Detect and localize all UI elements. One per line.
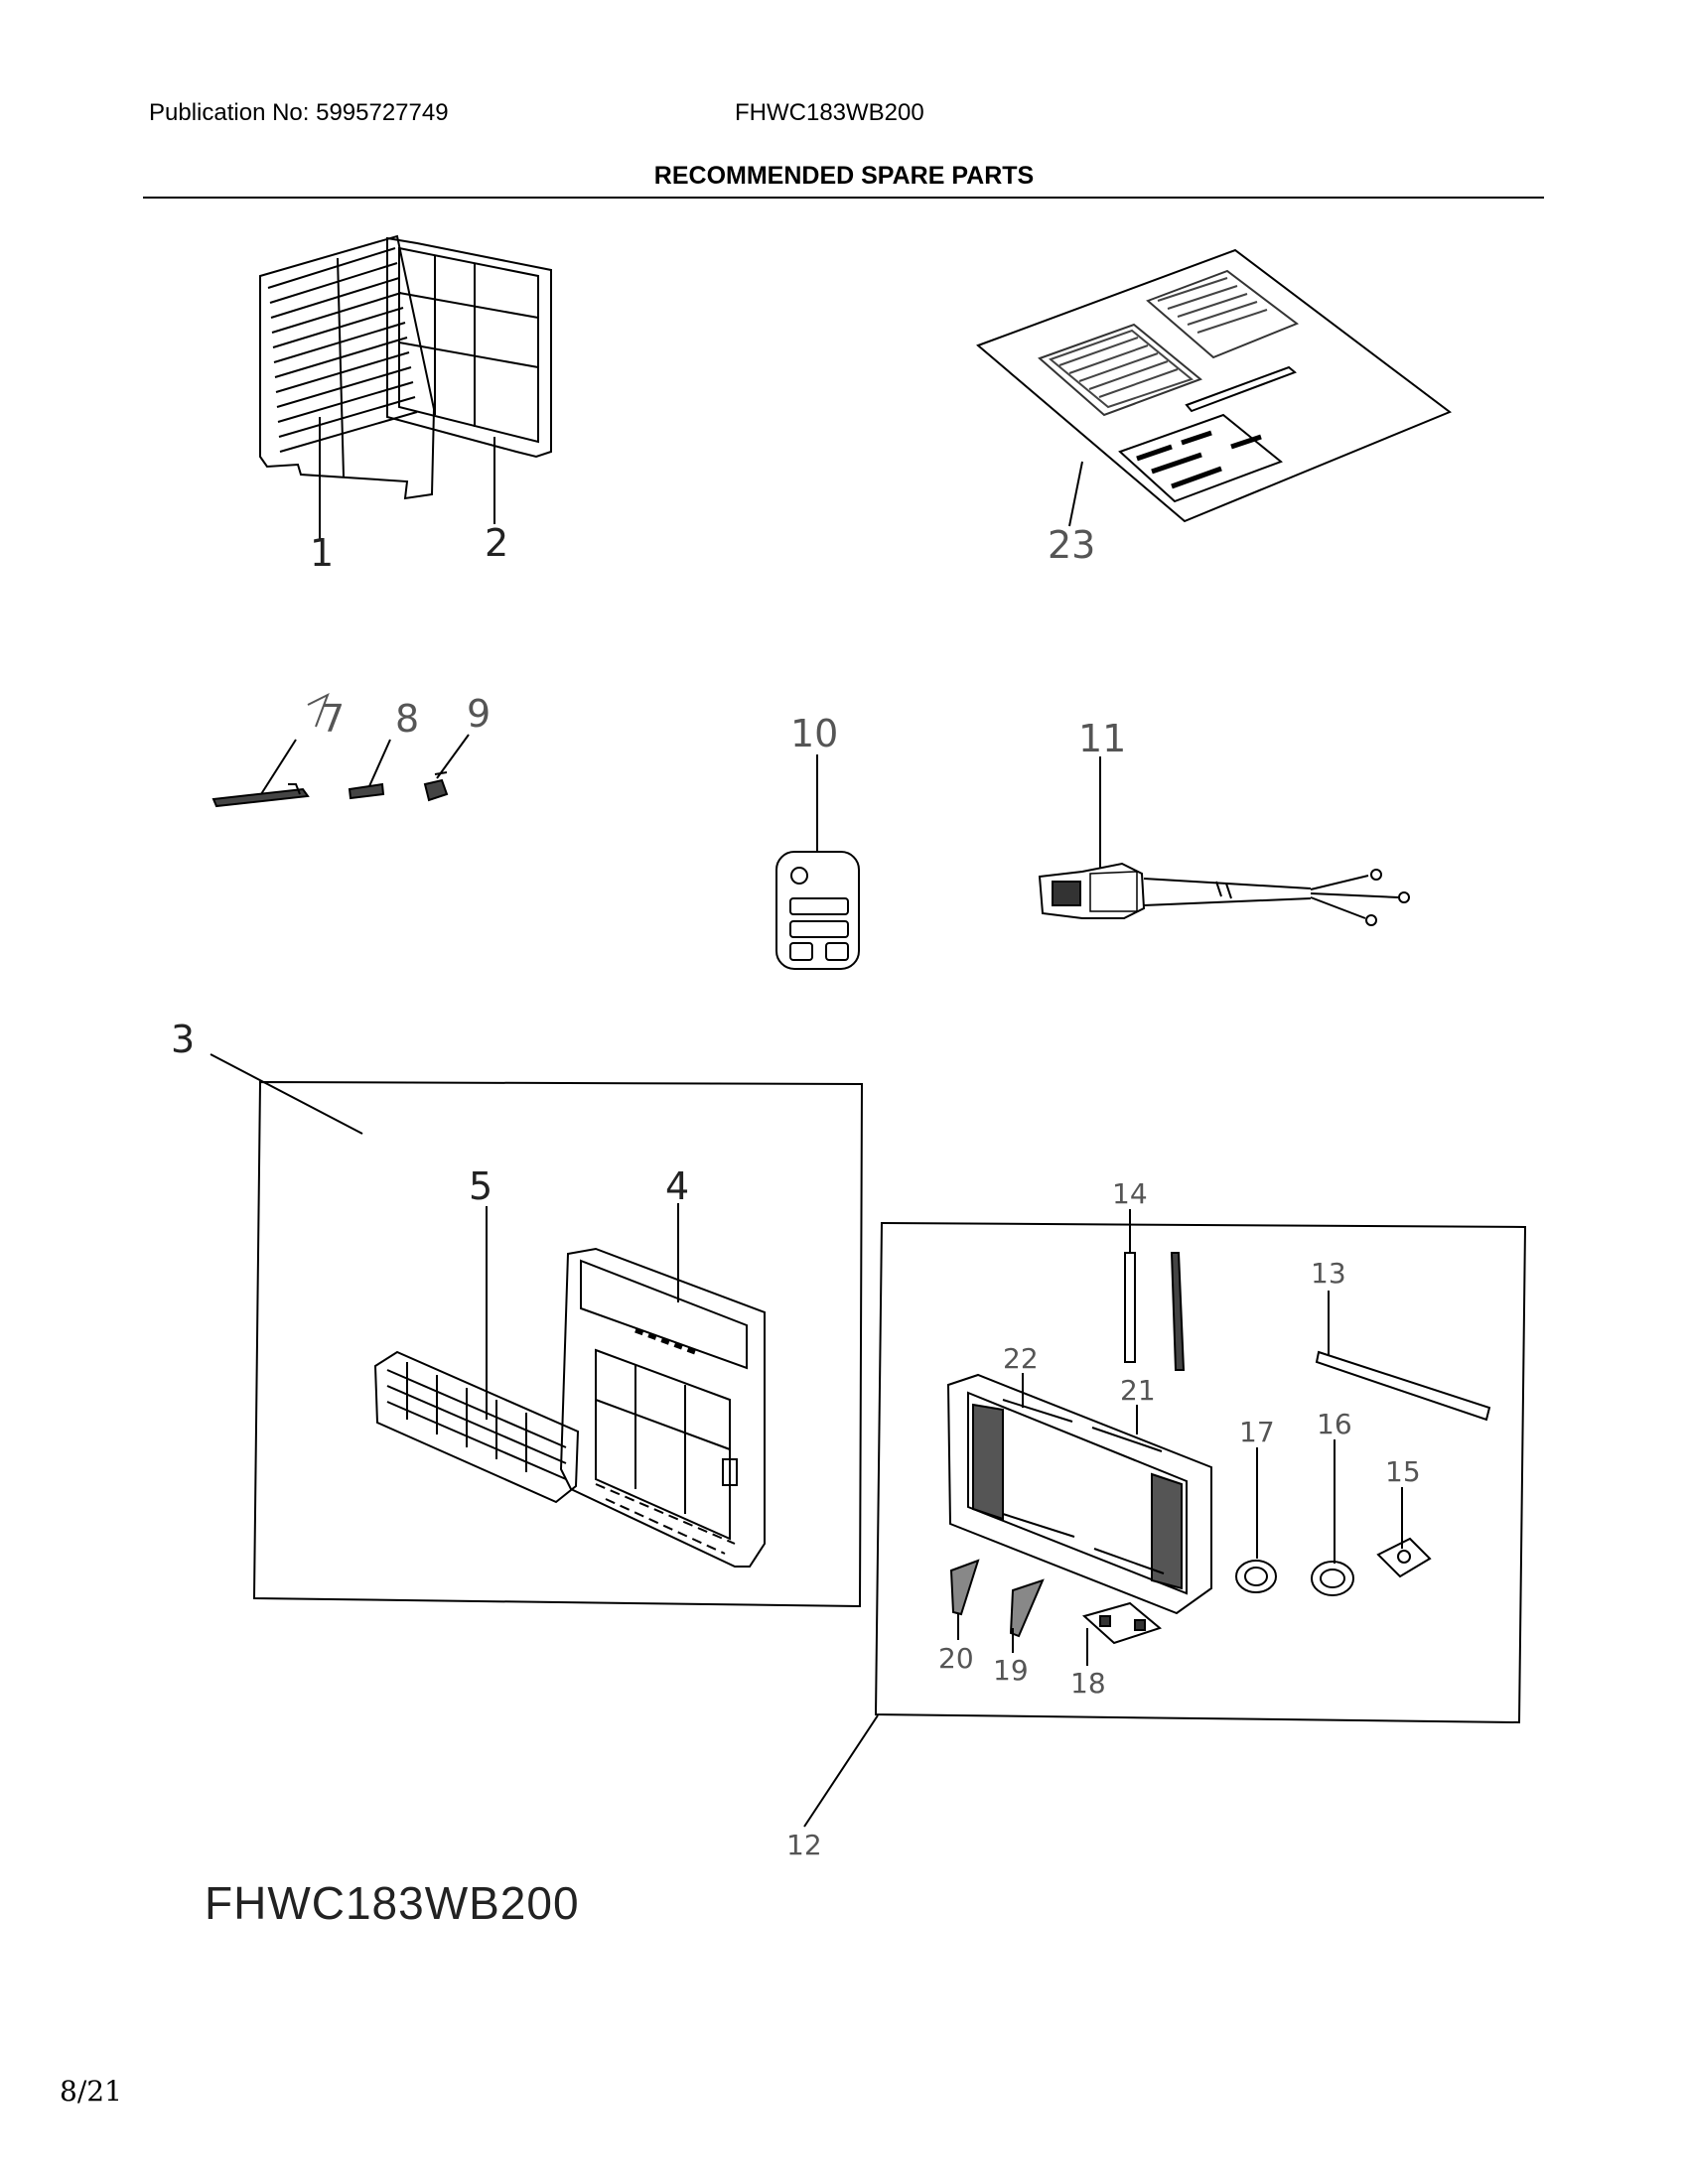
part-19-bracket xyxy=(1009,1578,1045,1638)
callout-7: 7 xyxy=(321,697,345,741)
callout-22: 22 xyxy=(1003,1342,1039,1375)
part-17-seal-roll xyxy=(1235,1560,1277,1593)
part-2-filter-frame xyxy=(386,236,552,459)
callout-12: 12 xyxy=(786,1829,822,1861)
leader-9 xyxy=(436,734,470,779)
publication-number: Publication No: 5995727749 xyxy=(149,99,449,126)
callout-11: 11 xyxy=(1078,717,1126,760)
assembly-3-box xyxy=(252,1080,864,1608)
callout-14: 14 xyxy=(1112,1177,1148,1210)
callout-8: 8 xyxy=(395,697,419,741)
part-1-grille xyxy=(259,234,436,500)
part-5-lower-grille xyxy=(373,1350,580,1504)
model-number-header: FHWC183WB200 xyxy=(735,99,924,126)
callout-9: 9 xyxy=(467,692,491,736)
leader-23 xyxy=(1068,461,1083,527)
callout-3: 3 xyxy=(171,1018,195,1061)
page-title: RECOMMENDED SPARE PARTS xyxy=(653,162,1035,190)
part-8-clip xyxy=(348,782,385,800)
callout-4: 4 xyxy=(665,1164,689,1208)
callout-21: 21 xyxy=(1120,1374,1156,1407)
callout-10: 10 xyxy=(790,712,838,755)
part-23-install-kit xyxy=(976,248,1453,523)
callout-1: 1 xyxy=(310,531,334,575)
callout-5: 5 xyxy=(469,1164,492,1208)
part-10-remote xyxy=(775,851,860,970)
leader-7 xyxy=(260,739,297,795)
page-number: 8/21 xyxy=(60,2075,122,2108)
leader-12 xyxy=(803,1714,879,1828)
part-15-hardware xyxy=(1376,1537,1432,1578)
callout-17: 17 xyxy=(1239,1416,1275,1448)
callout-23: 23 xyxy=(1048,523,1095,567)
footer-model-number: FHWC183WB200 xyxy=(205,1877,580,1929)
part-18-lock-block xyxy=(1081,1601,1163,1645)
leader-3 xyxy=(210,1053,363,1135)
callout-20: 20 xyxy=(938,1642,974,1675)
part-7-bracket xyxy=(211,783,310,808)
header-rule xyxy=(143,197,1544,199)
part-13-top-rail xyxy=(1315,1350,1491,1422)
part-11-power-cord xyxy=(1038,862,1410,926)
window-frame-assembly xyxy=(946,1373,1212,1615)
leader-8 xyxy=(368,739,391,787)
part-16-seal-roll xyxy=(1311,1561,1354,1596)
callout-19: 19 xyxy=(993,1654,1029,1687)
part-9-clip xyxy=(423,771,449,802)
callout-13: 13 xyxy=(1311,1257,1346,1290)
callout-18: 18 xyxy=(1070,1667,1106,1700)
part-20-bracket xyxy=(949,1559,980,1616)
callout-2: 2 xyxy=(485,521,508,565)
callout-15: 15 xyxy=(1385,1455,1421,1488)
part-14-curtain-strips xyxy=(1124,1252,1186,1371)
assembly-12-box xyxy=(874,1221,1527,1724)
part-4-front-panel xyxy=(559,1247,766,1568)
callout-16: 16 xyxy=(1317,1408,1352,1440)
callout-7-hook xyxy=(307,692,330,728)
